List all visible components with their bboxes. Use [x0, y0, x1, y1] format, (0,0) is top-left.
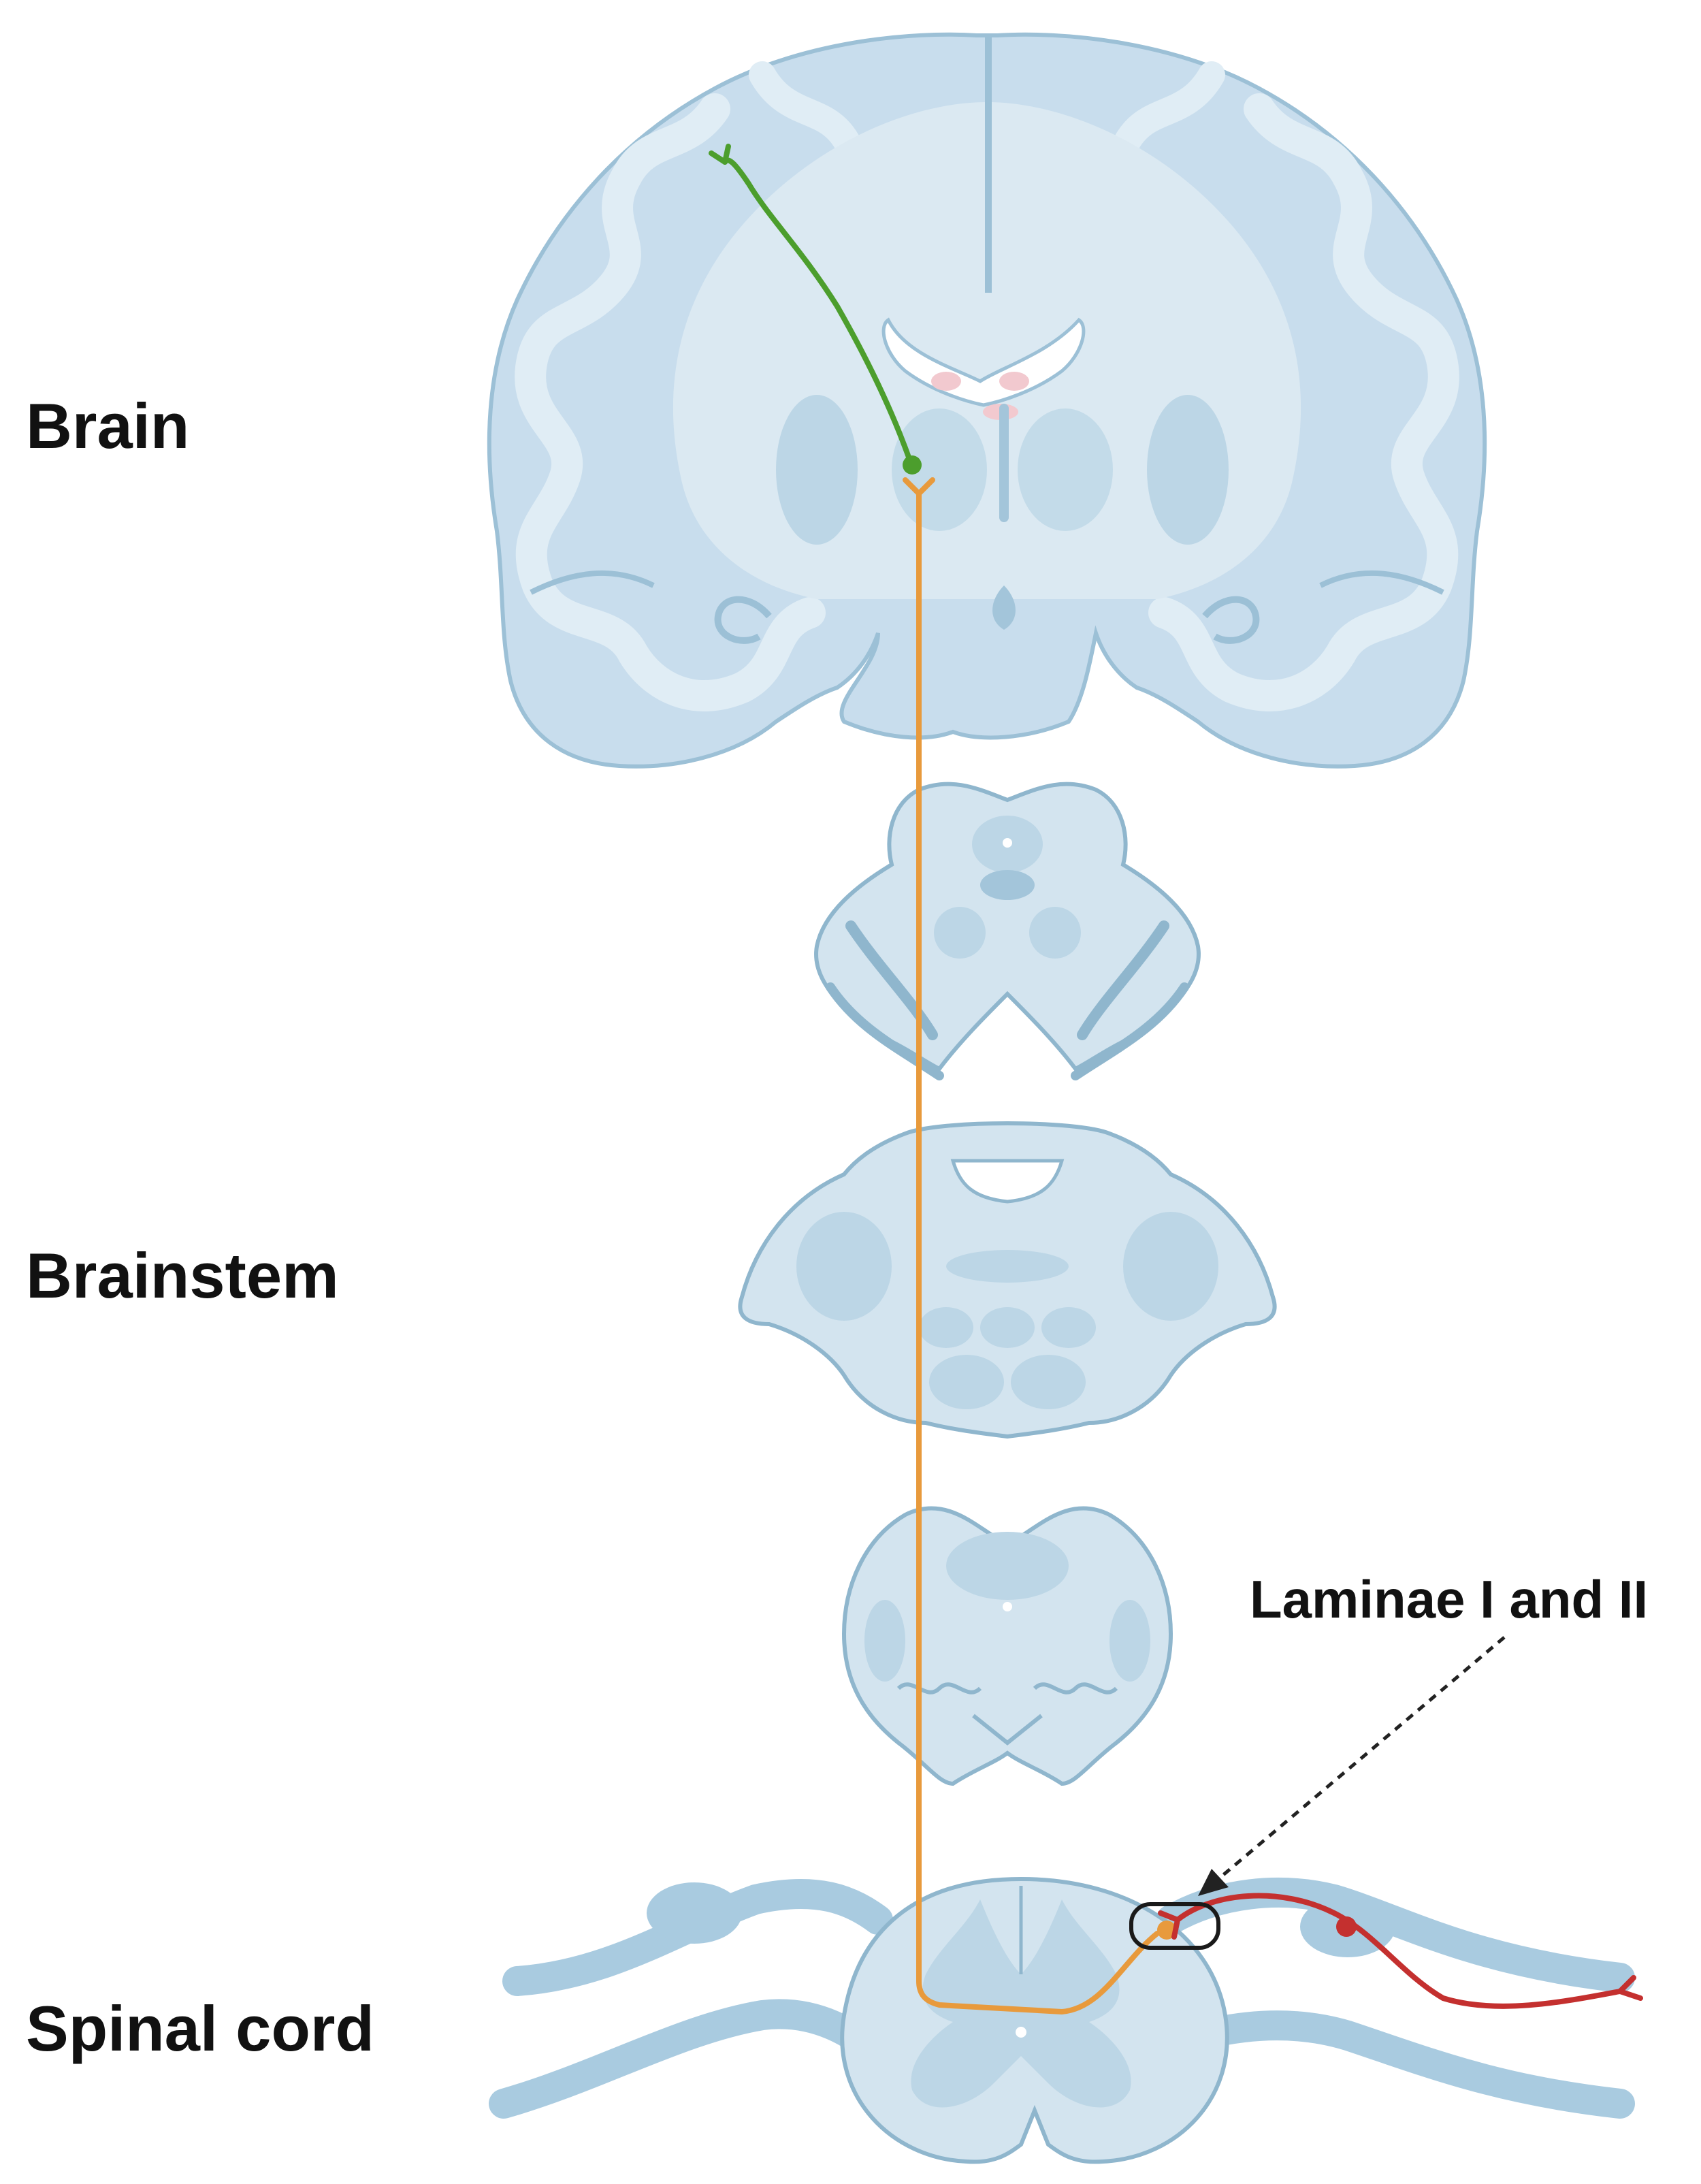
midbrain-section	[814, 782, 1201, 1080]
brain-midline-notch	[992, 585, 1016, 630]
spinal-nerve-lower-left	[489, 1999, 893, 2119]
right-basal-ganglia	[1147, 395, 1229, 545]
pyramids	[972, 1714, 1043, 1746]
brain-label: Brain	[26, 390, 190, 462]
second-order-neuron-terminal	[903, 477, 935, 496]
fourth-ventricle	[950, 1159, 1065, 1204]
pain-pathway-neurons	[709, 144, 1643, 2015]
red-nucleus-left	[934, 907, 986, 959]
second-order-neuron-axon	[916, 491, 1160, 2015]
left-hippocampus	[714, 596, 772, 644]
spinal-nerve-upper-right	[1156, 1878, 1635, 1993]
right-lateral-sulcus	[1319, 570, 1444, 595]
right-thalamus	[1018, 408, 1113, 531]
midbrain-base-shadow	[826, 982, 1189, 1080]
brain-coronal-section	[487, 32, 1487, 769]
cortex-gyri-right	[1148, 93, 1459, 711]
arrow-head	[1198, 1869, 1229, 1896]
medulla-outline	[841, 1506, 1173, 1786]
third-order-neuron-axon	[722, 157, 913, 466]
third-order-neuron-soma	[903, 455, 922, 475]
olive-right	[1109, 1600, 1150, 1682]
red-nucleus-right	[1029, 907, 1081, 959]
laminae-highlight-box	[1129, 1902, 1220, 1950]
brainstem-label: Brainstem	[26, 1240, 339, 1311]
first-order-neuron-soma	[1336, 1916, 1357, 1937]
dorsal-root-ganglion-left	[647, 1882, 742, 1944]
pontine-nuclei	[919, 1250, 1096, 1409]
central-canal	[1016, 2027, 1026, 2038]
left-thalamus	[892, 408, 987, 531]
third-order-neuron-terminal	[709, 144, 731, 165]
laminae-pointer-arrow	[1198, 1636, 1506, 1896]
spinal-grey-matter	[911, 1899, 1131, 2108]
right-hippocampus	[1202, 596, 1260, 644]
left-basal-ganglia	[776, 395, 858, 545]
pons-section	[738, 1121, 1277, 1439]
first-order-neuron-axon	[1175, 1893, 1623, 2009]
cerebral-peduncle-left	[845, 920, 938, 1040]
first-order-neuron-central-terminal	[1158, 1910, 1180, 1940]
spinal-cord-label: Spinal cord	[26, 1993, 374, 2064]
spinal-cord-section	[489, 1876, 1635, 2164]
cerebral-aqueduct	[1003, 838, 1012, 848]
inferior-olive-wave-left	[896, 1682, 982, 1695]
second-order-neuron-soma	[1157, 1921, 1176, 1940]
left-lateral-sulcus	[530, 570, 655, 595]
medulla-section	[841, 1506, 1173, 1786]
cortex-gyri	[515, 93, 826, 711]
choroid-plexus-right	[999, 372, 1029, 391]
cerebral-peduncle-right	[1077, 920, 1169, 1040]
middle-cerebellar-peduncle-right	[1123, 1212, 1218, 1321]
central-canal-medulla	[1003, 1602, 1012, 1611]
choroid-plexus-left	[931, 372, 961, 391]
arrow-shaft	[1217, 1636, 1506, 1880]
dorsal-column-nuclei	[946, 1532, 1069, 1600]
laminae-label: Laminae I and II	[1250, 1569, 1649, 1629]
inferior-olive-wave-right	[1033, 1682, 1118, 1695]
olive-left	[864, 1600, 905, 1682]
oculomotor-nucleus	[980, 870, 1035, 900]
middle-cerebellar-peduncle-left	[796, 1212, 892, 1321]
first-order-neuron-peripheral-terminal	[1617, 1975, 1643, 2001]
